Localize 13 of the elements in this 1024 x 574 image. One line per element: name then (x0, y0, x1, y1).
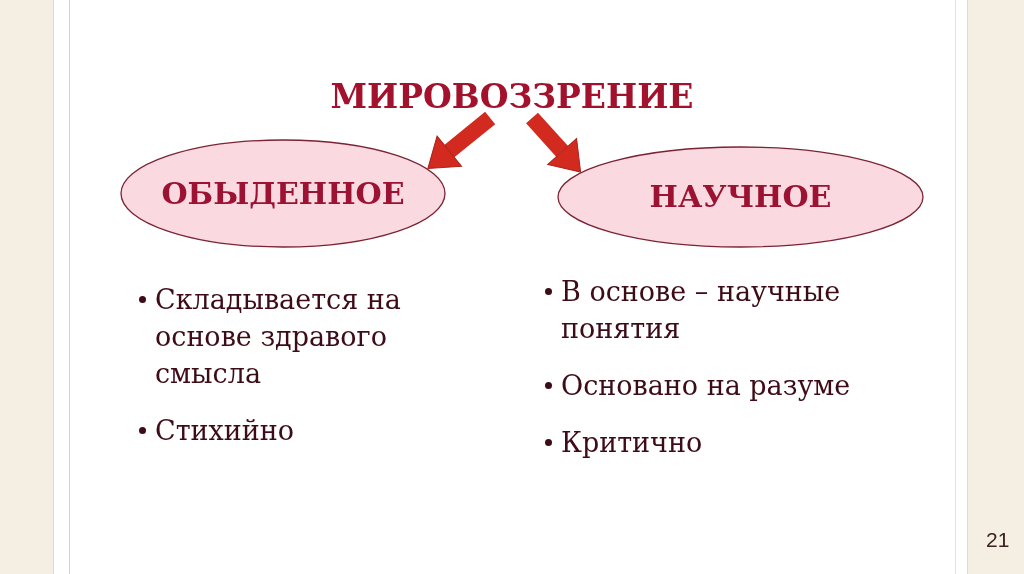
list-item-text: Критично (561, 426, 703, 460)
arrow (427, 111, 496, 170)
ellipse-label: ОБЫДЕННОЕ (161, 175, 405, 212)
heading: МИРОВОЗЗРЕНИЕ (330, 77, 694, 117)
list-item-text: Стихийно (155, 414, 295, 448)
list-item-text: Складывается на основе здравого смысла (155, 283, 402, 391)
page-number: 21 (986, 528, 1010, 552)
category-ellipse (557, 146, 924, 248)
arrow (526, 112, 582, 173)
list-item-text: Основано на разуме (561, 369, 851, 403)
ellipse-label: НАУЧНОЕ (649, 179, 832, 215)
list-item-text: В основе – научные понятия (561, 275, 842, 346)
category-ellipse (120, 139, 446, 248)
